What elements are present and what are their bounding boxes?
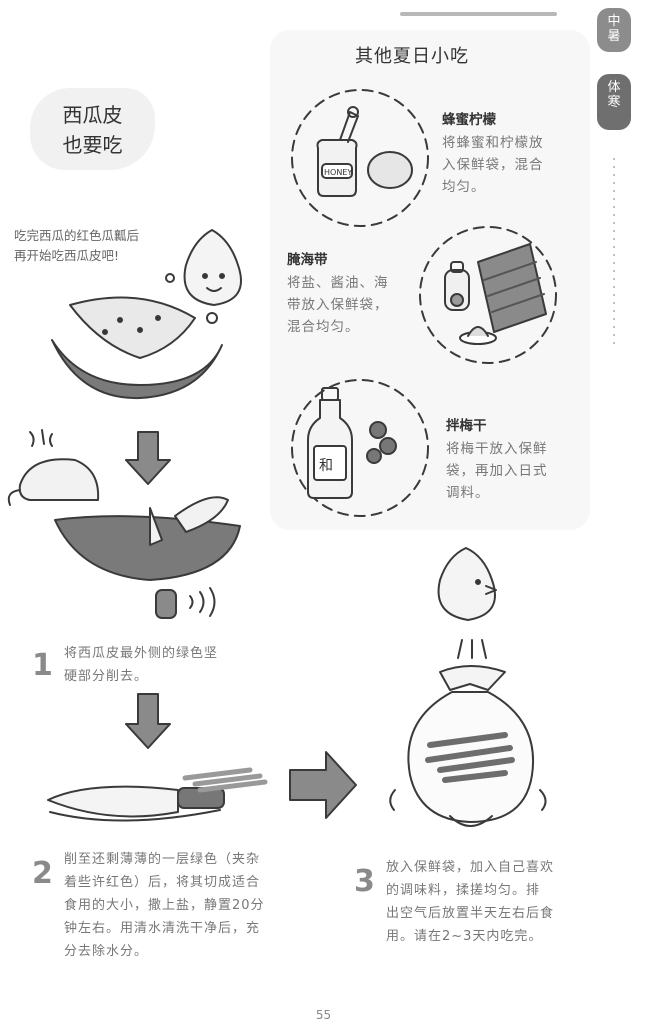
tab-heatstroke-char-1: 中: [607, 14, 621, 29]
rind-peeling-icon: [54, 496, 241, 619]
step-line: 食用的大小，撒上盐，静置20分: [64, 898, 265, 913]
seasoning-bottle-icon: [307, 387, 353, 499]
pear-mascot-2-icon: [437, 547, 497, 659]
other-section-title: 其他夏日小吃: [355, 46, 469, 67]
snack-desc-line: 将盐、酱油、海: [287, 275, 389, 291]
down-arrow-2: [125, 693, 171, 749]
storage-bag-icon: [389, 665, 547, 827]
snack-desc-line: 将蜂蜜和柠檬放: [442, 135, 544, 151]
step-line: 钟左右。用清水清洗干净后，充: [64, 921, 261, 936]
intro-line-2: 再开始吃西瓜皮吧!: [14, 248, 120, 263]
soy-sauce-icon: [444, 261, 470, 311]
tab-heatstroke-char-2: 暑: [607, 29, 621, 44]
honey-jar-icon: [316, 106, 359, 197]
snack-desc-line: 调料。: [446, 485, 490, 501]
snack-desc-line: 带放入保鲜袋，: [287, 297, 389, 313]
snack-desc: 将蜂蜜和柠檬放 入保鲜袋，混合 均匀。: [442, 132, 544, 198]
lemon-icon: [367, 151, 413, 189]
step-line: 的调味料，揉搓均匀。排: [386, 883, 541, 898]
down-arrow-1: [125, 431, 171, 485]
intro-text: 吃完西瓜的红色瓜瓤后 再开始吃西瓜皮吧!: [14, 226, 139, 266]
plum-circle: [291, 379, 429, 517]
pear-mascot-icon: [165, 229, 242, 324]
tab-heatstroke[interactable]: 中 暑: [597, 8, 631, 52]
snack-desc-line: 袋，再加入日式: [446, 463, 548, 479]
title-highlight: [30, 88, 155, 170]
snack-name: 蜂蜜柠檬: [442, 112, 496, 128]
step-1-number: 1: [32, 648, 53, 683]
tab-cold-body-char-1: 体: [607, 80, 621, 95]
page-number: 55: [315, 1008, 332, 1022]
snack-item-plum: 拌梅干 将梅干放入保鲜 袋，再加入日式 调料。: [446, 414, 548, 504]
knife-cutting-icon: [47, 767, 268, 822]
step-line: 将西瓜皮最外侧的绿色坚: [64, 646, 219, 661]
step-3-number: 3: [354, 864, 375, 899]
step-1-text: 将西瓜皮最外侧的绿色坚 硬部分削去。: [64, 642, 218, 688]
step-line: 着些许红色）后，将其切成适合: [64, 875, 261, 890]
bottle-label: 和: [319, 458, 333, 474]
salt-plate-icon: [459, 326, 497, 345]
step-line: 分去除水分。: [64, 944, 149, 959]
mouse-icon: [7, 429, 100, 506]
snack-item-honey-lemon: 蜂蜜柠檬 将蜂蜜和柠檬放 入保鲜袋，混合 均匀。: [442, 108, 544, 198]
snack-name: 腌海带: [287, 252, 328, 268]
snack-desc-line: 均匀。: [442, 179, 486, 195]
top-rule: [400, 12, 557, 16]
step-line: 放入保鲜袋，加入自己喜欢: [386, 860, 555, 875]
left-title: 西瓜皮 也要吃: [30, 100, 155, 160]
tab-cold-body[interactable]: 体 寒: [597, 74, 631, 130]
step-line: 硬部分削去。: [64, 669, 149, 684]
snack-item-seaweed: 腌海带 将盐、酱油、海 带放入保鲜袋， 混合均匀。: [287, 248, 389, 338]
tab-cold-body-char-2: 寒: [607, 95, 621, 110]
left-title-line-1: 西瓜皮: [62, 103, 123, 127]
step-2-number: 2: [32, 856, 53, 891]
snack-desc-line: 混合均匀。: [287, 319, 360, 335]
step-line: 削至还剩薄薄的一层绿色（夹杂: [64, 852, 261, 867]
dotted-margin-line: [613, 155, 615, 350]
right-arrow: [289, 751, 357, 819]
pickled-plum-icon: [366, 421, 397, 464]
snack-desc-line: 入保鲜袋，混合: [442, 157, 544, 173]
snack-desc: 将盐、酱油、海 带放入保鲜袋， 混合均匀。: [287, 272, 389, 338]
seaweed-circle: [419, 226, 557, 364]
honey-label: HONEY: [324, 168, 352, 177]
intro-line-1: 吃完西瓜的红色瓜瓤后: [14, 228, 140, 243]
step-3-text: 放入保鲜袋，加入自己喜欢 的调味料，揉搓均匀。排 出空气后放置半天左右后食 用。…: [386, 856, 554, 948]
snack-desc: 将梅干放入保鲜 袋，再加入日式 调料。: [446, 438, 548, 504]
snack-desc-line: 将梅干放入保鲜: [446, 441, 548, 457]
step-line: 出空气后放置半天左右后食: [386, 906, 555, 921]
step-2-text: 削至还剩薄薄的一层绿色（夹杂 着些许红色）后，将其切成适合 食用的大小，撒上盐，…: [64, 848, 265, 963]
honey-lemon-circle: [291, 89, 429, 227]
step-line: 用。请在2~3天内吃完。: [386, 929, 543, 944]
snack-name: 拌梅干: [446, 418, 487, 434]
left-title-line-2: 也要吃: [62, 133, 123, 157]
watermelon-slice-icon: [51, 296, 223, 400]
